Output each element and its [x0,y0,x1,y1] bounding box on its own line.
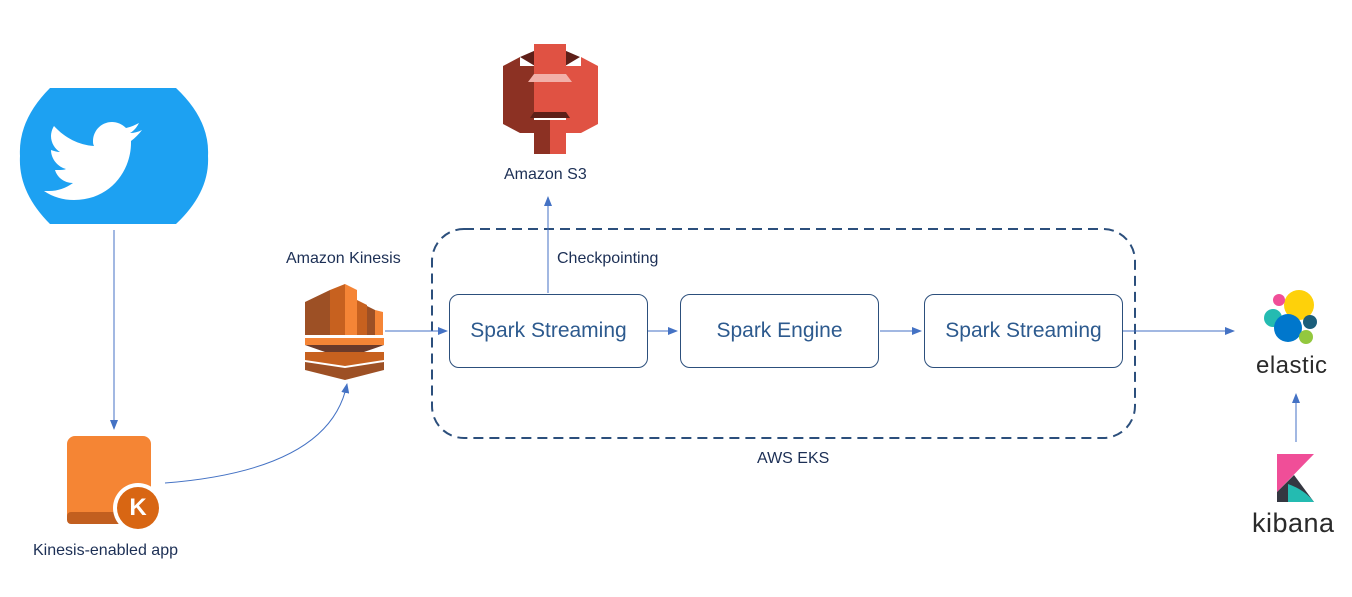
spark-streaming-input-node: Spark Streaming [449,294,648,368]
amazon-kinesis-label: Amazon Kinesis [286,250,401,267]
checkpointing-label: Checkpointing [557,250,659,267]
kibana-wordmark: kibana [1252,508,1335,538]
elastic-wordmark: elastic [1256,352,1328,379]
twitter-icon [19,88,209,224]
amazon-kinesis-icon [305,284,384,380]
eks-cluster-boundary [431,228,1136,439]
kibana-logo [1277,454,1314,502]
kinesis-app-label: Kinesis-enabled app [33,542,178,559]
kinesis-app-icon [67,436,163,533]
app-to-kinesis-arrow [164,383,350,484]
kinesis-app-badge-letter: K [129,494,147,521]
amazon-s3-icon [503,44,598,154]
aws-eks-label: AWS EKS [757,450,830,467]
spark-streaming-output-node: Spark Streaming [924,294,1123,368]
spark-engine-node: Spark Engine [680,294,879,368]
amazon-s3-label: Amazon S3 [504,166,587,183]
elastic-logo [1264,290,1317,344]
